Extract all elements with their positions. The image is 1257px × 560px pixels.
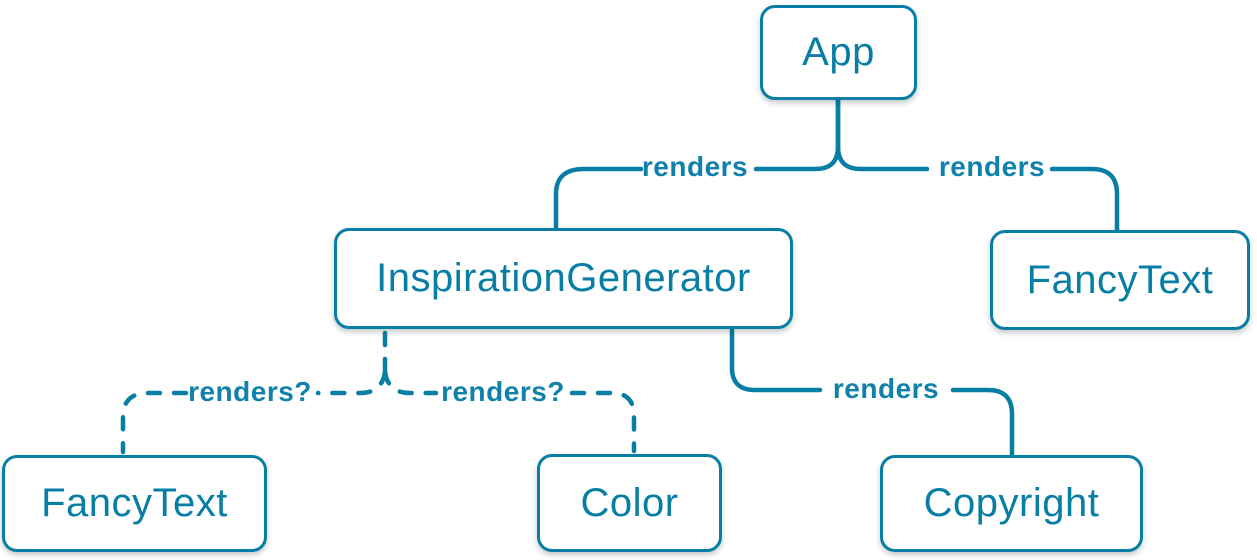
edge-app-fancytext-drop <box>1049 166 1120 233</box>
edge-app-inspirationgenerator-drop <box>553 166 644 231</box>
edge-label-renders-copyright: renders <box>832 373 940 404</box>
edge-app-fancytext-shoulder <box>835 97 930 172</box>
node-app: App <box>760 5 917 100</box>
edge-inspirationgenerator-color-dashed-left-part <box>382 369 439 396</box>
edge-inspirationgenerator-fancytext-dashed-drop <box>120 390 189 455</box>
node-color: Color <box>537 454 722 552</box>
edge-inspirationgenerator-copyright-drop <box>950 387 1015 458</box>
edge-label-renders-question-right: renders? <box>441 376 565 407</box>
node-fancy-text-bottom: FancyText <box>2 455 267 552</box>
edge-inspirationgenerator-copyright-shoulder <box>729 326 823 393</box>
edge-app-inspirationgenerator-shoulder <box>753 97 841 172</box>
edge-inspirationgenerator-color-dashed-drop <box>569 390 637 454</box>
node-inspiration-generator: InspirationGenerator <box>334 228 793 329</box>
node-copyright: Copyright <box>880 455 1143 552</box>
edge-label-renders-question-left: renders? <box>188 376 312 407</box>
edge-inspirationgenerator-fancytext-dashed-right-part <box>315 369 388 396</box>
edge-label-renders-left: renders <box>641 151 749 182</box>
edge-label-renders-right: renders <box>938 151 1046 182</box>
node-fancy-text-top: FancyText <box>990 230 1250 330</box>
